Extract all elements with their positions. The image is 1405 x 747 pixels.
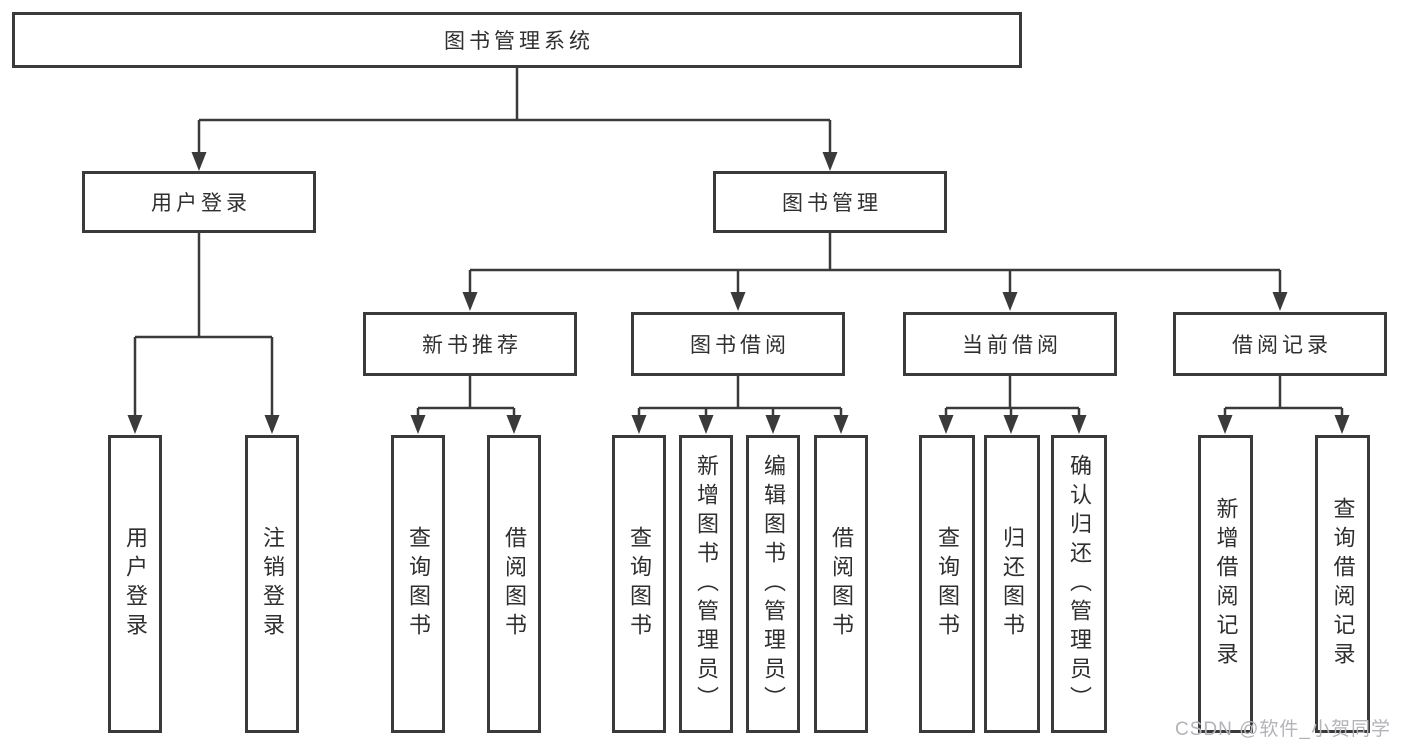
- leaf-query-books-borrow: 查询图书: [612, 435, 666, 733]
- watermark: CSDN @软件_小贺同学: [1175, 719, 1391, 740]
- leaf-query-books-current: 查询图书: [919, 435, 975, 733]
- node-new-book-recommend: 新书推荐: [363, 312, 577, 376]
- node-user-login: 用户登录: [82, 171, 316, 233]
- leaf-add-borrow-record: 新增借阅记录: [1198, 435, 1253, 733]
- leaf-add-book-admin: 新增图书（管理员）: [679, 435, 733, 733]
- leaf-user-login: 用户登录: [108, 435, 162, 733]
- leaf-query-books-recommend: 查询图书: [391, 435, 445, 733]
- leaf-borrow-books-recommend: 借阅图书: [487, 435, 541, 733]
- leaf-edit-book-admin: 编辑图书（管理员）: [746, 435, 800, 733]
- node-borrow-records: 借阅记录: [1173, 312, 1387, 376]
- node-system-root: 图书管理系统: [12, 12, 1022, 68]
- leaf-borrow-books: 借阅图书: [814, 435, 868, 733]
- leaf-return-book: 归还图书: [984, 435, 1040, 733]
- leaf-query-borrow-record: 查询借阅记录: [1315, 435, 1370, 733]
- node-current-borrow: 当前借阅: [903, 312, 1117, 376]
- node-book-borrow: 图书借阅: [631, 312, 845, 376]
- leaf-logout: 注销登录: [245, 435, 299, 733]
- node-book-management: 图书管理: [713, 171, 947, 233]
- leaf-confirm-return-admin: 确认归还（管理员）: [1051, 435, 1107, 733]
